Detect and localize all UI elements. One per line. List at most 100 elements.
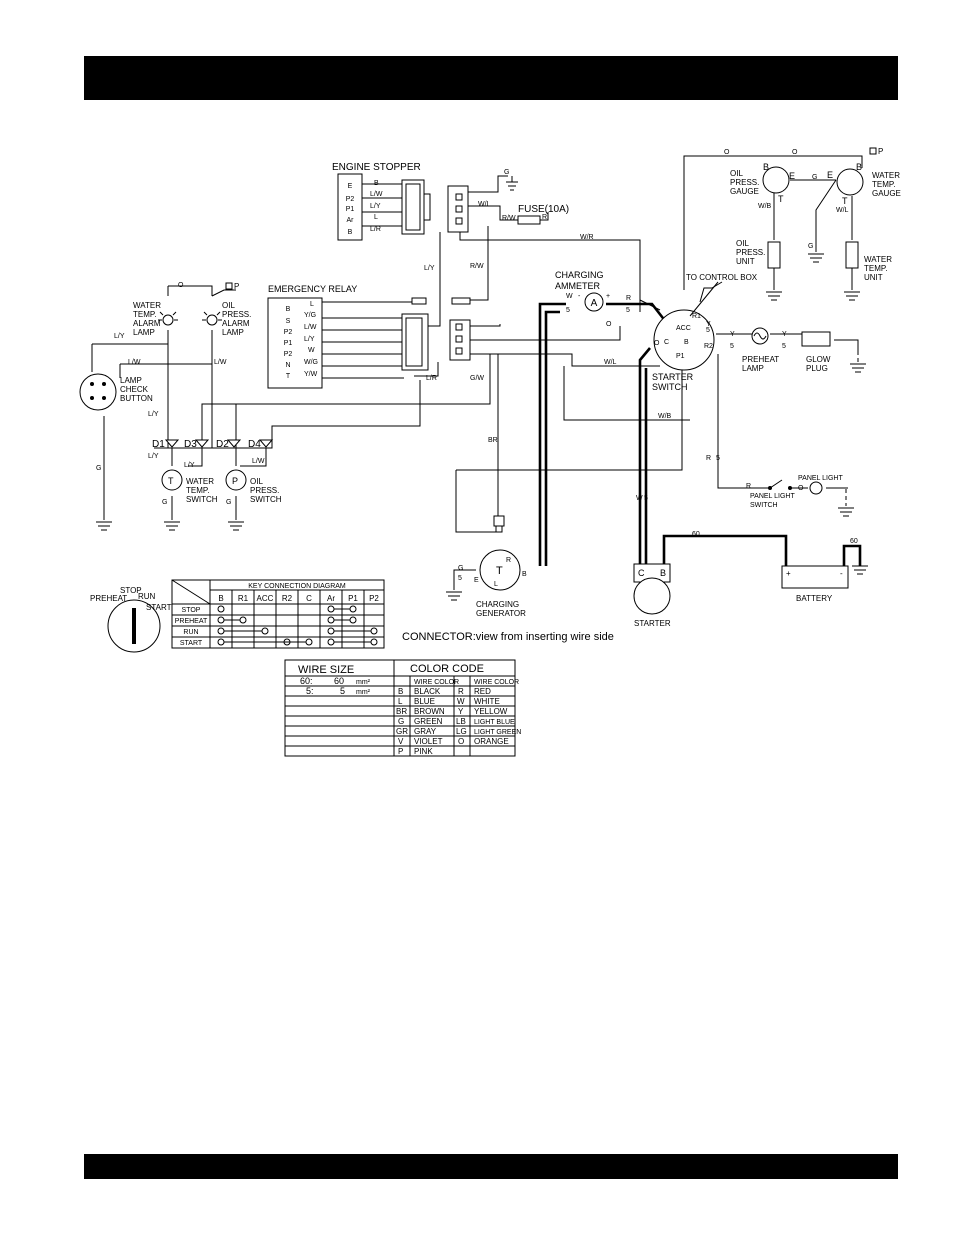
- wire-label: O: [792, 149, 798, 156]
- water-unit-label-3: UNIT: [864, 273, 883, 282]
- wire-label: Y/G: [304, 312, 316, 319]
- wire-label: G: [812, 174, 817, 181]
- heavy-wires: [538, 302, 862, 576]
- color-abbr: GR: [396, 727, 408, 736]
- wire-label: L/R: [426, 375, 437, 382]
- wire-label: L/W: [304, 324, 317, 331]
- kcd-col: R1: [238, 594, 249, 603]
- terminal-b: B: [684, 339, 689, 346]
- wiring-lines: [91, 155, 863, 590]
- terminal-t: T: [778, 194, 784, 204]
- br-connector: [493, 515, 505, 533]
- diode-label: D3: [184, 439, 197, 450]
- pin-label: P2: [346, 196, 355, 203]
- switch-symbol: T: [168, 476, 174, 486]
- wire-label: L/Y: [184, 462, 195, 469]
- color-abbr: LB: [456, 717, 466, 726]
- kcd-row: STOP: [182, 607, 201, 614]
- generator-label-2: GENERATOR: [476, 609, 526, 618]
- wire-label: L: [310, 301, 314, 308]
- lamp-check-label-2: CHECK: [120, 385, 149, 394]
- charging-generator: T R L E B CHARGING GENERATOR: [474, 549, 527, 618]
- preheat-lamp: PREHEAT LAMP: [742, 327, 779, 373]
- water-alarm-label-1: WATER: [133, 301, 161, 310]
- diode-label: D2: [216, 439, 229, 450]
- wire-label: L/Y: [148, 453, 159, 460]
- key-position-run: RUN: [138, 592, 156, 601]
- color-name: BLUE: [414, 697, 435, 706]
- starter: C B STARTER: [633, 563, 671, 628]
- water-gauge-label-1: WATER: [872, 171, 900, 180]
- starter-switch-label-1: STARTER: [652, 372, 694, 382]
- connector-block-top: [447, 185, 471, 305]
- oil-alarm-label-2: PRESS.: [222, 310, 251, 319]
- kcd-title: KEY CONNECTION DIAGRAM: [248, 583, 346, 590]
- wire-label: 5: [458, 575, 462, 582]
- wire-label: G: [808, 243, 813, 250]
- oil-gauge-label-2: PRESS.: [730, 178, 759, 187]
- terminal-b: B: [763, 162, 769, 172]
- starter-switch: ACC R1 B C P1 R2 STARTER SWITCH: [652, 309, 715, 392]
- color-name: GRAY: [414, 727, 437, 736]
- wire-label: G: [504, 169, 509, 176]
- wire-label: W: [566, 293, 573, 300]
- oil-alarm-label-1: OIL: [222, 301, 235, 310]
- color-abbr: G: [398, 717, 404, 726]
- kcd-col: ACC: [257, 594, 274, 603]
- wire-label: L/Y: [114, 333, 125, 340]
- water-switch-label-3: SWITCH: [186, 495, 218, 504]
- emergency-relay: EMERGENCY RELAY B S P2 P1 P2 N T L Y/G L…: [267, 284, 429, 389]
- fuse: FUSE(10A): [517, 204, 569, 225]
- to-control-box-label: TO CONTROL BOX: [686, 273, 758, 282]
- wire-color-labels: G W/L R/W R W/R L/Y R/W W 5 R 5 O O W/L …: [96, 149, 858, 582]
- battery-plus: +: [786, 569, 791, 578]
- pin-label: P1: [346, 206, 355, 213]
- wire-label: B: [374, 180, 379, 187]
- wire-label: G: [226, 499, 231, 506]
- terminal-b: B: [660, 568, 666, 578]
- pin-label: P1: [284, 340, 293, 347]
- switch-symbol: P: [232, 476, 238, 486]
- wire-label: G: [458, 565, 463, 572]
- preheat-label-1: PREHEAT: [742, 355, 779, 364]
- wire-size-value: 5: [340, 686, 345, 696]
- water-gauge-label-3: GAUGE: [872, 189, 901, 198]
- wire-label: R: [746, 483, 751, 490]
- terminal-e: E: [474, 577, 479, 584]
- kcd-col: C: [306, 594, 312, 603]
- oil-press-alarm-lamp: OIL PRESS. ALARM LAMP: [202, 301, 251, 337]
- ammeter-label-2: AMMETER: [555, 281, 601, 291]
- wire-label: 5: [730, 343, 734, 350]
- color-name: LIGHT BLUE: [474, 719, 515, 726]
- wire-label: R: [542, 214, 547, 221]
- kcd-row: PREHEAT: [175, 618, 208, 625]
- wire-label: L/W: [214, 359, 227, 366]
- oil-unit-label-3: UNIT: [736, 257, 755, 266]
- water-gauge-label-2: TEMP.: [872, 180, 895, 189]
- color-name: RED: [474, 687, 491, 696]
- wire-label: O: [178, 282, 184, 289]
- wire-label: O: [606, 321, 612, 328]
- color-name: PINK: [414, 747, 433, 756]
- wire-label: R: [626, 295, 631, 302]
- wire-label: O: [798, 485, 804, 492]
- water-unit-label-2: TEMP.: [864, 264, 887, 273]
- terminal-r2: R2: [704, 343, 713, 350]
- color-name: BLACK: [414, 687, 441, 696]
- color-code-title: COLOR CODE: [410, 663, 484, 675]
- pin-label: P2: [284, 351, 293, 358]
- starter-switch-label-2: SWITCH: [652, 382, 688, 392]
- wire-label: 5: [716, 455, 720, 462]
- pin-label: E: [348, 183, 353, 190]
- panel-light: PANEL LIGHT PANEL LIGHT SWITCH: [750, 475, 843, 509]
- wire-label: 60: [850, 538, 858, 545]
- diodes: D1 D3 D2 D4: [152, 439, 274, 450]
- water-switch-label-2: TEMP.: [186, 486, 209, 495]
- wire-label: G: [96, 465, 101, 472]
- wire-label: O: [724, 149, 730, 156]
- dashed-links: [826, 339, 859, 506]
- kcd-row: START: [180, 640, 203, 647]
- diode-label: D1: [152, 439, 165, 450]
- wire-label: Y: [730, 331, 735, 338]
